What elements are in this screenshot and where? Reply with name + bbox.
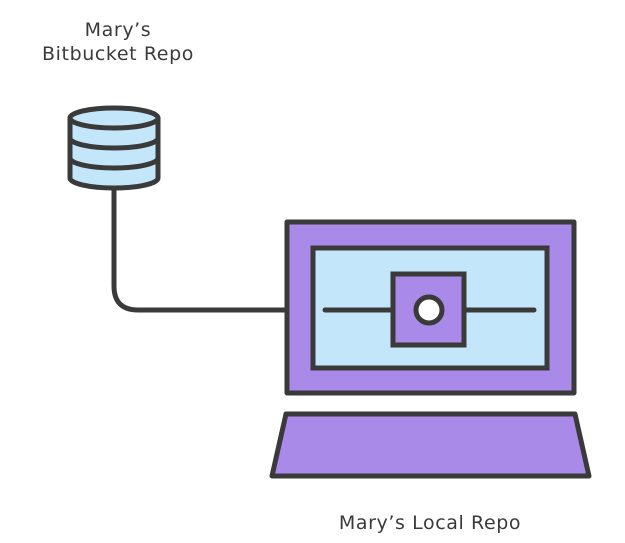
laptop-base <box>269 411 592 479</box>
remote-repo-label-line1: Mary’s <box>84 19 152 41</box>
remote-repo-label: Mary’s Bitbucket Repo <box>18 18 218 66</box>
repo-node-circle <box>413 294 445 326</box>
connection-line <box>111 185 291 313</box>
database-icon <box>67 105 161 191</box>
remote-repo-label-line2: Bitbucket Repo <box>42 43 194 65</box>
laptop-icon <box>269 219 592 479</box>
local-repo-label: Mary’s Local Repo <box>338 512 522 534</box>
